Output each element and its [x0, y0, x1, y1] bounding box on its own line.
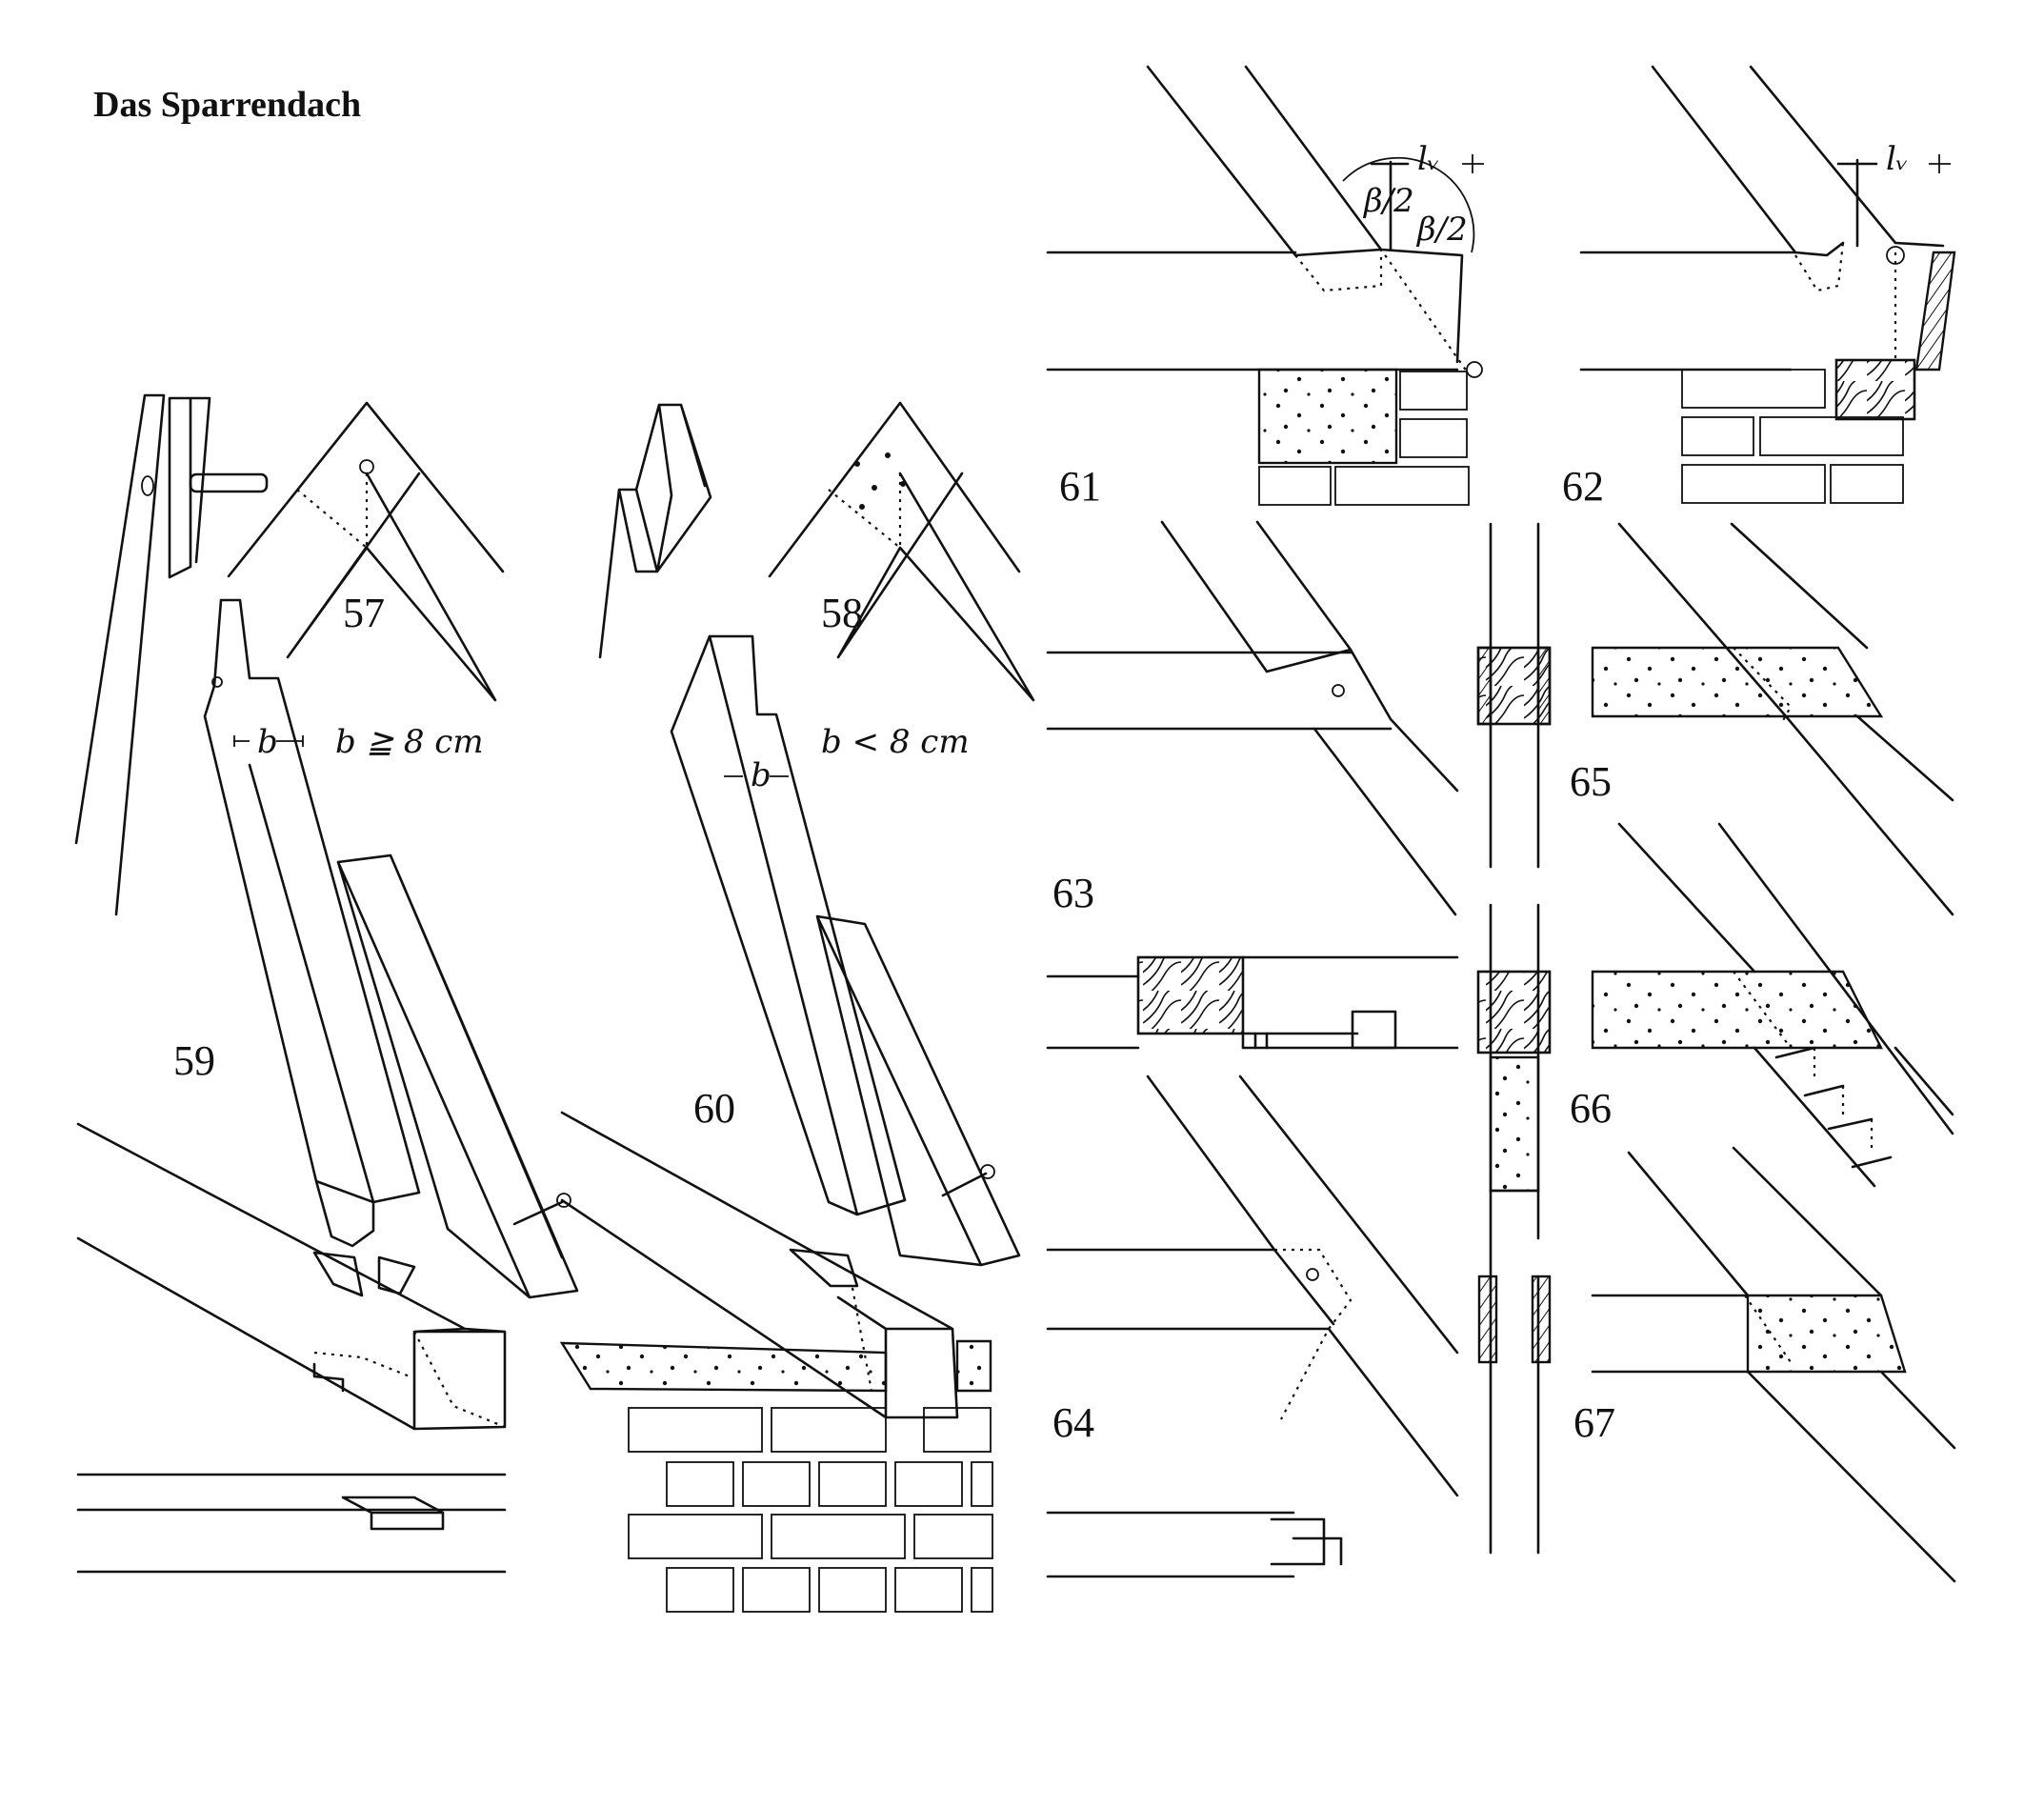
fig67-rafters: [1627, 1146, 1956, 1583]
fig60-brick-wall: [628, 1407, 993, 1613]
post-board-left: [1477, 1275, 1498, 1364]
fig57-rafter-right: [168, 396, 211, 579]
fig60-number: 60: [693, 1085, 735, 1132]
fig57-number: 57: [343, 590, 385, 636]
post-wood-middle: [1476, 970, 1552, 1054]
fig60-nail: [941, 1172, 988, 1197]
fig57-peg-hole: [359, 459, 374, 474]
fig58-rafter-pair: [598, 403, 712, 659]
fig59-width-condition: b ≧ 8 cm: [335, 723, 484, 761]
fig61-rafter: [1146, 65, 1464, 364]
fig64-wood-section: [1136, 955, 1245, 1035]
figure-63: [1046, 520, 1459, 916]
fig65-concrete-beam: [1591, 646, 1884, 718]
fig61-beta-half-left: β/2: [1362, 182, 1414, 220]
fig63-number: 63: [1052, 870, 1094, 916]
figure-60: [559, 634, 1021, 1613]
fig61-concrete-block: [1257, 368, 1398, 465]
fig67-number: 67: [1573, 1399, 1615, 1446]
fig62-number: 62: [1562, 463, 1604, 510]
fig62-brick: [1681, 369, 1904, 504]
fig59-tie-beam: [76, 1122, 507, 1431]
fig61-lv-label: lᵥ: [1417, 140, 1440, 178]
fig66-number: 66: [1570, 1085, 1612, 1132]
page-title: Das Sparrendach: [93, 85, 362, 125]
fig61-brick: [1258, 371, 1470, 506]
fig59-number: 59: [173, 1037, 215, 1084]
fig64-plan: [1046, 1511, 1343, 1578]
figure-61: [1046, 65, 1483, 506]
fig62-fascia-board: [1914, 251, 1956, 371]
figure-58: [598, 401, 1035, 702]
fig59-nail: [512, 1200, 564, 1226]
fig57-bolt-hole: [141, 475, 154, 496]
figure-62: [1579, 65, 1956, 504]
fig64-beam: [1046, 1248, 1331, 1331]
figure-59: [76, 598, 579, 1574]
fig58-ridge-joint: [768, 401, 1035, 702]
fig60-rafter-b: [815, 914, 1021, 1267]
fig65-rafters: [1617, 522, 1954, 916]
fig57-bolt: [189, 472, 269, 493]
fig58-number: 58: [821, 590, 863, 636]
post-board-right: [1531, 1275, 1552, 1364]
post-concrete: [1489, 1055, 1540, 1193]
fig63-beam: [1046, 651, 1393, 731]
fig67-concrete-beam: [1746, 1294, 1907, 1374]
fig62-beam: [1579, 251, 1797, 371]
figure-65: [1591, 522, 1954, 916]
fig60-width-dim: b: [751, 756, 772, 794]
fig66-concrete-beam: [1591, 970, 1883, 1050]
fig57-ridge-joint: [227, 401, 505, 702]
fig61-beta-half-right: β/2: [1415, 211, 1468, 249]
post-elevation: [1476, 522, 1552, 1555]
fig60-tie-beam: [560, 1111, 959, 1419]
fig64-number: 64: [1052, 1399, 1094, 1446]
figure-66: [1591, 822, 1954, 1188]
fig63-rafter: [1160, 520, 1459, 916]
fig59-notch: [312, 1251, 416, 1297]
fig60-mortar-bed: [559, 1339, 992, 1393]
fig65-number: 65: [1570, 758, 1612, 805]
figure-57: [74, 393, 505, 916]
fig59-width-dim: b: [257, 723, 278, 761]
fig64-rafter: [1146, 1074, 1459, 1497]
fig61-angle-arc: [1342, 156, 1475, 253]
fig60-rafter-a: [670, 634, 907, 1216]
fig60-width-condition: b < 8 cm: [821, 723, 970, 761]
fig57-rafter-left: [74, 393, 166, 916]
fig59-plan: [76, 1473, 507, 1574]
fig61-number: 61: [1059, 463, 1101, 510]
fig62-lv-label: lᵥ: [1886, 140, 1909, 178]
fig62-rafter: [1651, 65, 1945, 257]
fig63-64-section: [1046, 955, 1459, 1050]
figure-67: [1591, 1146, 1956, 1583]
fig62-wall-plate: [1834, 358, 1916, 421]
fig59-rafter-b: [336, 853, 579, 1299]
figure-64: [1046, 1074, 1459, 1578]
fig60-notch: [789, 1248, 859, 1288]
fig59-plan-mortise: [341, 1496, 445, 1531]
fig59-rafter-a: [203, 598, 421, 1248]
